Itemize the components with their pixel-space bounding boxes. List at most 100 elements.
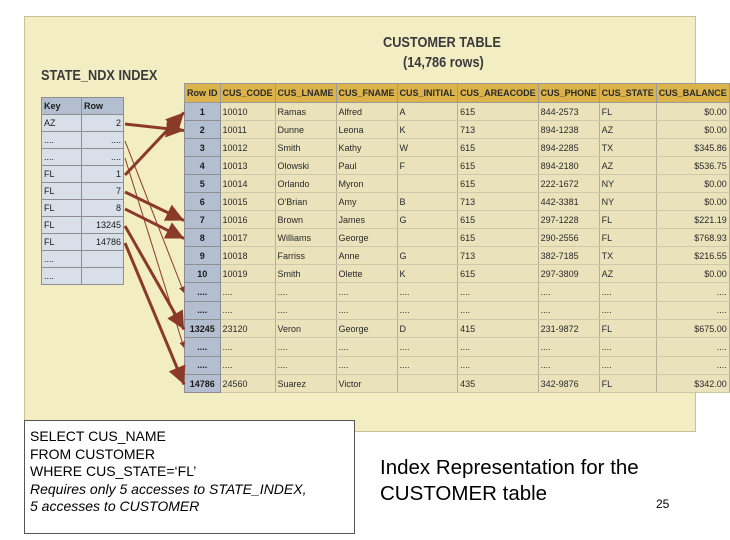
- index-key-cell: ....: [41, 267, 82, 285]
- customer-cell: ....: [274, 337, 337, 357]
- customer-header-cell: CUS_LNAME: [274, 83, 337, 103]
- index-row-cell: [81, 267, 124, 285]
- customer-cell: 615: [457, 102, 539, 121]
- customer-table-subtitle: (14,786 rows): [403, 54, 484, 71]
- row-id-cell: ....: [184, 301, 221, 320]
- customer-cell: 713: [457, 246, 539, 265]
- customer-cell: 615: [457, 210, 539, 229]
- customer-cell: ....: [598, 301, 657, 320]
- customer-cell: $0.00: [655, 120, 730, 139]
- customer-cell: $345.86: [655, 138, 730, 157]
- customer-cell: 23120: [219, 319, 276, 338]
- pointer-arrow: [123, 242, 186, 386]
- customer-cell: 342-9876: [537, 374, 600, 393]
- customer-cell: ....: [219, 337, 276, 357]
- customer-cell: 894-2180: [537, 156, 600, 175]
- index-header-cell: Row: [81, 97, 124, 115]
- customer-cell: 435: [457, 374, 539, 393]
- customer-header-cell: Row ID: [184, 83, 221, 103]
- customer-cell: AZ: [598, 156, 657, 175]
- customer-cell: ....: [457, 356, 539, 375]
- index-row: ........: [41, 131, 124, 149]
- customer-cell: ....: [598, 282, 657, 302]
- customer-cell: George: [335, 319, 398, 338]
- customer-cell: 894-1238: [537, 120, 600, 139]
- index-row-cell: 2: [81, 114, 124, 132]
- customer-cell: $536.75: [655, 156, 730, 175]
- pointer-arrow: [123, 111, 186, 177]
- row-id-cell: 5: [184, 174, 221, 193]
- customer-cell: Alfred: [335, 102, 398, 121]
- customer-cell: $221.19: [655, 210, 730, 229]
- customer-cell: 713: [457, 192, 539, 211]
- customer-cell: FL: [598, 319, 657, 338]
- customer-cell: ....: [457, 282, 539, 302]
- caption-line: CUSTOMER table: [380, 482, 548, 505]
- row-id-cell: 10: [184, 264, 221, 283]
- pointer-arrow: [124, 119, 185, 138]
- customer-cell: $0.00: [655, 264, 730, 283]
- customer-cell: $0.00: [655, 102, 730, 121]
- customer-cell: Myron: [335, 174, 398, 193]
- customer-cell: ....: [655, 337, 730, 357]
- customer-cell: Victor: [335, 374, 398, 393]
- customer-cell: ....: [598, 356, 657, 375]
- customer-cell: 10017: [219, 228, 276, 247]
- customer-cell: 894-2285: [537, 138, 600, 157]
- customer-header-cell: CUS_CODE: [219, 83, 276, 103]
- row-id-cell: ....: [184, 356, 221, 375]
- index-key-cell: ....: [41, 131, 82, 149]
- pointer-arrow: [124, 157, 186, 348]
- customer-cell: A: [396, 102, 459, 121]
- customer-header-cell: CUS_PHONE: [537, 83, 600, 103]
- index-row-cell: ....: [81, 148, 124, 166]
- customer-cell: ....: [396, 337, 459, 357]
- customer-cell: AZ: [598, 120, 657, 139]
- customer-cell: ....: [655, 356, 730, 375]
- customer-cell: TX: [598, 246, 657, 265]
- customer-header-cell: CUS_AREACODE: [457, 83, 539, 103]
- customer-cell: NY: [598, 192, 657, 211]
- row-id-cell: 6: [184, 192, 221, 211]
- customer-cell: ....: [335, 337, 398, 357]
- customer-cell: 615: [457, 228, 539, 247]
- customer-cell: ....: [274, 282, 337, 302]
- customer-cell: 10013: [219, 156, 276, 175]
- customer-cell: Veron: [274, 319, 337, 338]
- customer-cell: FL: [598, 210, 657, 229]
- customer-cell: FL: [598, 228, 657, 247]
- customer-cell: ....: [598, 337, 657, 357]
- customer-row: ....................................: [184, 356, 730, 375]
- customer-cell: 615: [457, 264, 539, 283]
- customer-cell: ....: [537, 282, 600, 302]
- customer-cell: ....: [537, 301, 600, 320]
- customer-cell: Smith: [274, 264, 337, 283]
- customer-cell: FL: [598, 374, 657, 393]
- index-key-cell: FL: [41, 199, 82, 217]
- query-line: SELECT CUS_NAME: [30, 428, 166, 444]
- customer-cell: ....: [655, 282, 730, 302]
- customer-cell: FL: [598, 102, 657, 121]
- pointer-arrow: [123, 225, 186, 331]
- index-key-cell: AZ: [41, 114, 82, 132]
- pointer-arrow: [124, 140, 185, 293]
- customer-cell: 10010: [219, 102, 276, 121]
- figure-panel: STATE_NDX INDEX CUSTOMER TABLE (14,786 r…: [24, 16, 730, 432]
- customer-cell: Kathy: [335, 138, 398, 157]
- index-row-cell: 8: [81, 199, 124, 217]
- index-row-cell: 7: [81, 182, 124, 200]
- customer-cell: Orlando: [274, 174, 337, 193]
- customer-header-cell: CUS_FNAME: [335, 83, 398, 103]
- customer-cell: ....: [457, 301, 539, 320]
- customer-cell: ....: [274, 356, 337, 375]
- customer-cell: $0.00: [655, 174, 730, 193]
- customer-cell: $768.93: [655, 228, 730, 247]
- customer-cell: Dunne: [274, 120, 337, 139]
- customer-cell: G: [396, 210, 459, 229]
- query-box: SELECT CUS_NAME FROM CUSTOMER WHERE CUS_…: [24, 420, 355, 534]
